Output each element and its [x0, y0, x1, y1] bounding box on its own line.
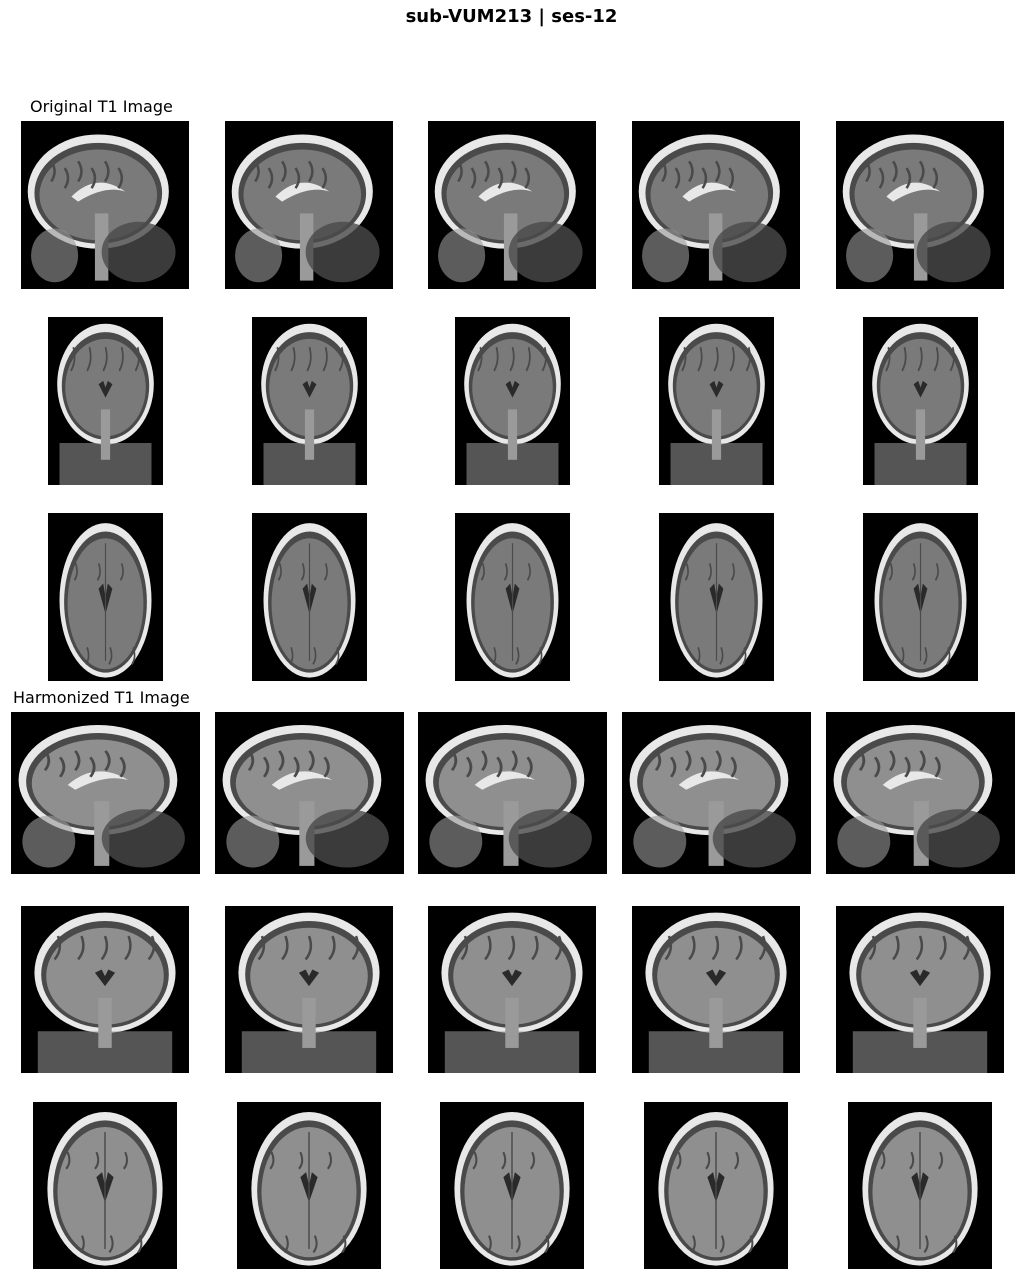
harmonized-sagittal-slice-2 — [214, 712, 404, 874]
original-coronal-slice-3 — [454, 317, 570, 485]
harmonized-sagittal-slice-1 — [10, 712, 200, 874]
harmonized-axial-slice-5 — [848, 1102, 992, 1269]
original-axial-slice-4 — [658, 513, 774, 681]
harmonized-coronal-slice-3 — [428, 906, 596, 1073]
harmonized-sagittal-slice-4 — [621, 712, 811, 874]
original-sagittal-slice-2 — [225, 121, 393, 289]
harmonized-axial-slice-1 — [33, 1102, 177, 1269]
harmonized-coronal-slice-1 — [21, 906, 189, 1073]
original-axial-slice-2 — [251, 513, 367, 681]
original-axial-slice-1 — [47, 513, 163, 681]
harmonized-coronal-slice-4 — [632, 906, 800, 1073]
original-sagittal-slice-3 — [428, 121, 596, 289]
harmonized-sagittal-slice-5 — [825, 712, 1015, 874]
original-axial-slice-3 — [454, 513, 570, 681]
original-coronal-slice-5 — [862, 317, 978, 485]
harmonized-axial-slice-3 — [440, 1102, 584, 1269]
original-axial-slice-5 — [862, 513, 978, 681]
original-coronal-slice-2 — [251, 317, 367, 485]
original-coronal-slice-1 — [47, 317, 163, 485]
harmonized-sagittal-slice-3 — [417, 712, 607, 874]
harmonized-axial-slice-4 — [644, 1102, 788, 1269]
harmonized-axial-slice-2 — [237, 1102, 381, 1269]
harmonized-coronal-slice-2 — [225, 906, 393, 1073]
original-sagittal-slice-5 — [836, 121, 1004, 289]
harmonized-coronal-slice-5 — [836, 906, 1004, 1073]
harmonized-section-label: Harmonized T1 Image — [13, 688, 190, 707]
original-sagittal-slice-1 — [21, 121, 189, 289]
figure-title: sub-VUM213 | ses-12 — [405, 6, 618, 27]
original-coronal-slice-4 — [658, 317, 774, 485]
original-sagittal-slice-4 — [632, 121, 800, 289]
original-section-label: Original T1 Image — [30, 97, 173, 116]
